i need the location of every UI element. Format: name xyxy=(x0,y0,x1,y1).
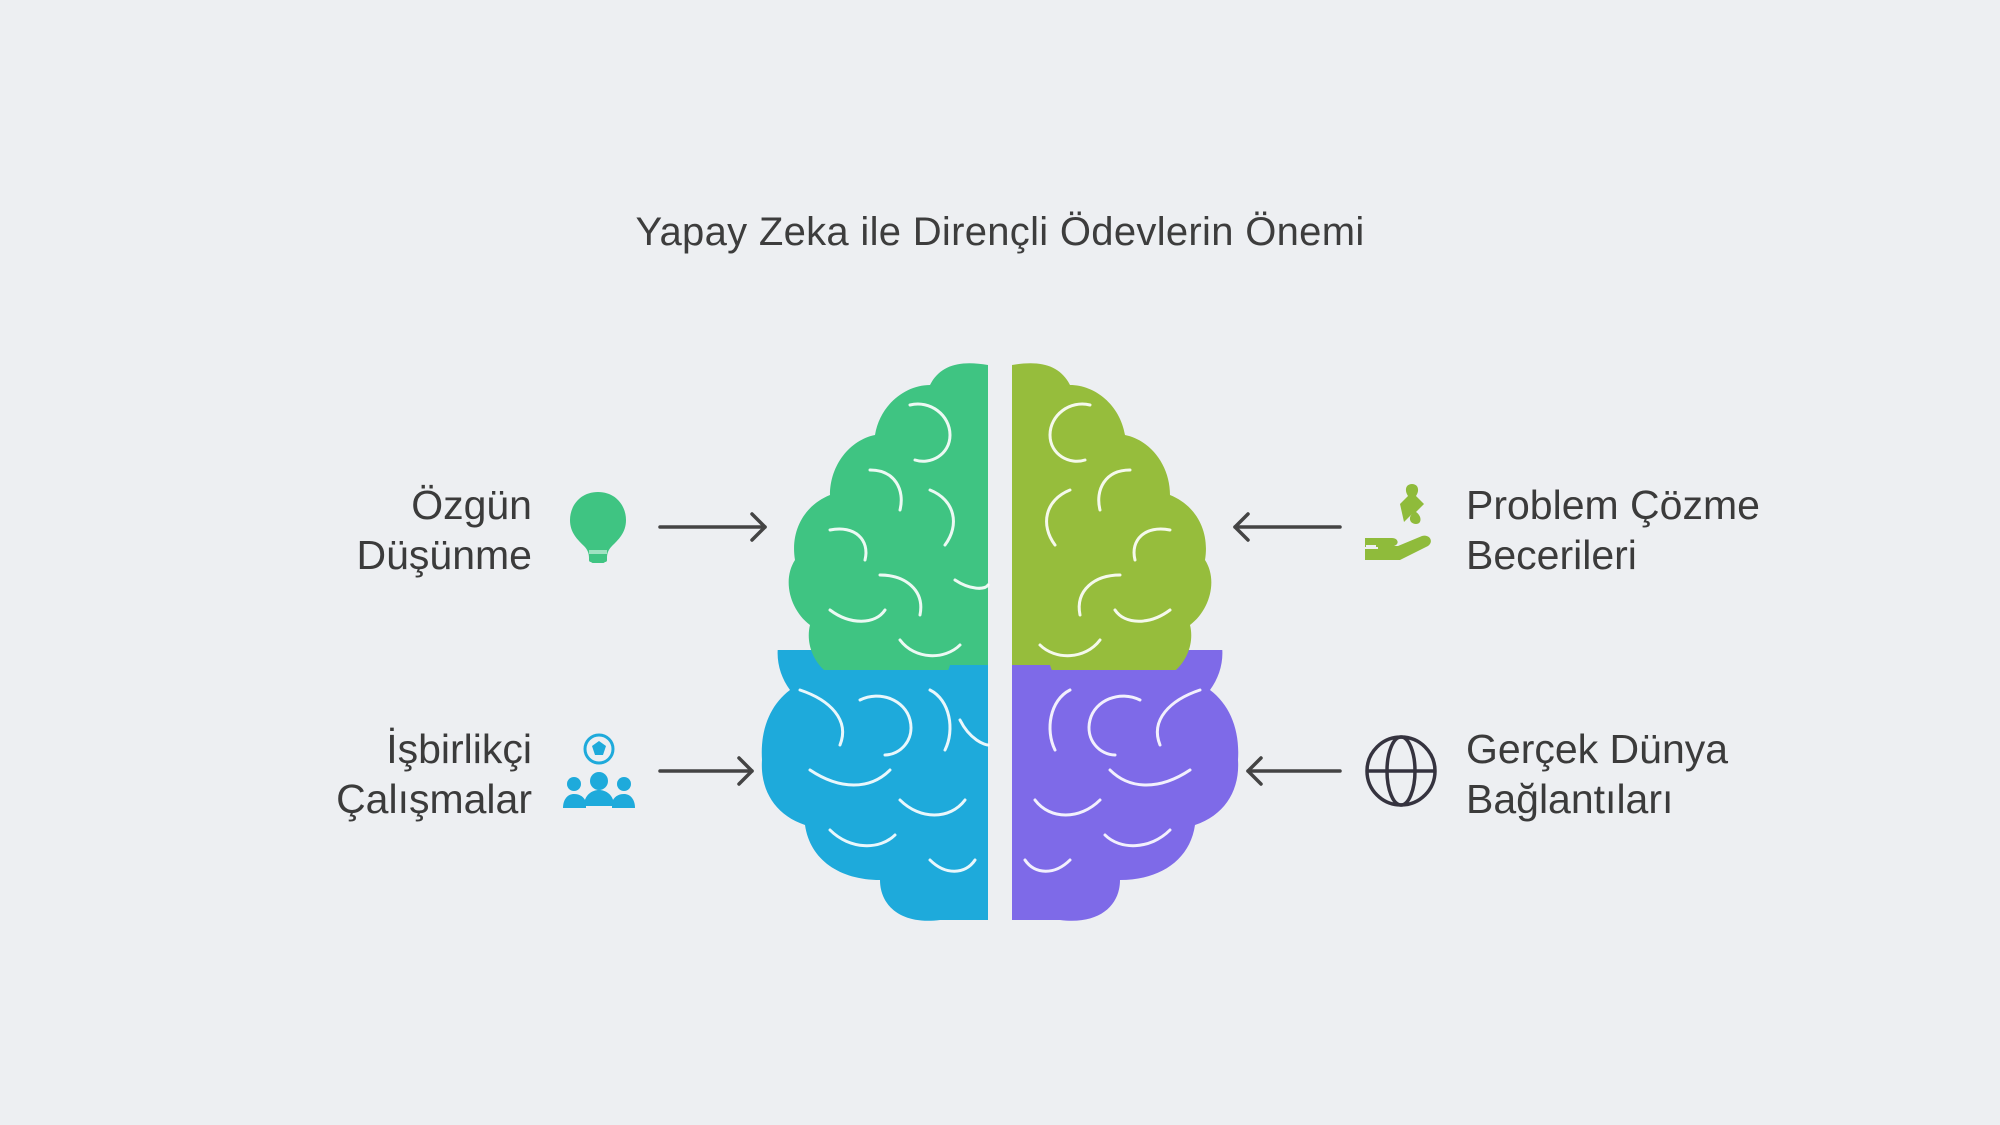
label-line: Bağlantıları xyxy=(1466,776,1674,822)
label-problem-cozme-becerileri: Problem Çözme Becerileri xyxy=(1466,480,1866,580)
label-ozgun-dusunme: Özgün Düşünme xyxy=(240,480,532,580)
team-icon xyxy=(563,733,635,808)
brain-quadrant-bottom-left xyxy=(761,650,990,921)
brain-lobe-green xyxy=(788,363,988,670)
label-line: Gerçek Dünya xyxy=(1466,726,1729,772)
brain-quadrant-top-right xyxy=(1012,363,1212,670)
label-line: Özgün xyxy=(411,482,532,528)
globe-icon xyxy=(1365,735,1437,807)
arrow-ozgun xyxy=(658,512,767,542)
arrow-problem xyxy=(1233,512,1342,542)
brain-quadrant-top-left xyxy=(788,363,990,670)
brain-lobe-blue xyxy=(761,650,988,921)
label-isbirlikci-calismalar: İşbirlikçi Çalışmalar xyxy=(240,724,532,824)
puzzle-hand-icon xyxy=(1365,484,1431,560)
label-line: Problem Çözme xyxy=(1466,482,1760,528)
diagram-title: Yapay Zeka ile Dirençli Ödevlerin Önemi xyxy=(635,210,1365,254)
label-line: Becerileri xyxy=(1466,532,1637,578)
arrow-isbirlikci xyxy=(658,756,754,786)
brain-quadrant-bottom-right xyxy=(1012,650,1239,921)
arrow-gercek xyxy=(1246,756,1342,786)
lightbulb-icon xyxy=(570,492,626,563)
label-line: İşbirlikçi xyxy=(386,726,532,772)
brain-lobe-purple xyxy=(1012,650,1239,921)
label-line: Düşünme xyxy=(356,532,532,578)
label-line: Çalışmalar xyxy=(336,776,532,822)
brain-lobe-olive xyxy=(1012,363,1212,670)
label-gercek-dunya-baglantilari: Gerçek Dünya Bağlantıları xyxy=(1466,724,1866,824)
